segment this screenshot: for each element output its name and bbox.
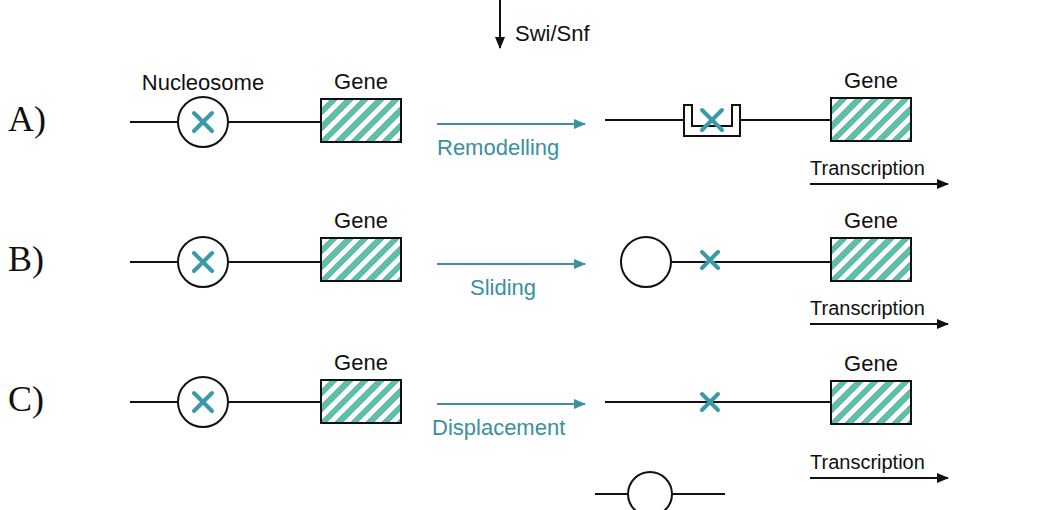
gene-box xyxy=(320,98,402,143)
complex-name: Swi/Snf xyxy=(515,22,590,46)
gene-label: Gene xyxy=(828,209,914,233)
gene-box xyxy=(320,237,402,282)
gene-label: Gene xyxy=(318,351,404,375)
gene-label: Gene xyxy=(318,209,404,233)
process-name: Displacement xyxy=(432,416,565,440)
gene-node: Gene xyxy=(828,69,914,142)
gene-label: Gene xyxy=(828,69,914,93)
dna-connector xyxy=(228,121,320,123)
gene-node: Gene xyxy=(318,209,404,282)
transcription-label: Transcription xyxy=(810,451,925,473)
gene-label: Gene xyxy=(828,352,914,376)
panel-letter: C) xyxy=(8,380,44,420)
gene-node: Gene xyxy=(318,351,404,424)
transcription-label: Transcription xyxy=(810,157,925,179)
nucleosome-label: Nucleosome xyxy=(140,71,266,95)
gene-node: Gene xyxy=(828,209,914,282)
nucleosome-circle xyxy=(178,97,228,147)
gene-box xyxy=(830,97,912,142)
nucleosome-node: Nucleosome xyxy=(140,71,266,147)
gene-node: Gene xyxy=(828,352,914,425)
process-name: Remodelling xyxy=(437,136,559,160)
panel-letter: A) xyxy=(8,100,46,140)
gene-box xyxy=(320,379,402,424)
gene-box xyxy=(830,237,912,282)
gene-box xyxy=(830,380,912,425)
gene-label: Gene xyxy=(318,70,404,94)
panel-letter: B) xyxy=(8,240,44,280)
process-name: Sliding xyxy=(470,276,536,300)
gene-node: Gene xyxy=(318,70,404,143)
transcription-label: Transcription xyxy=(810,297,925,319)
